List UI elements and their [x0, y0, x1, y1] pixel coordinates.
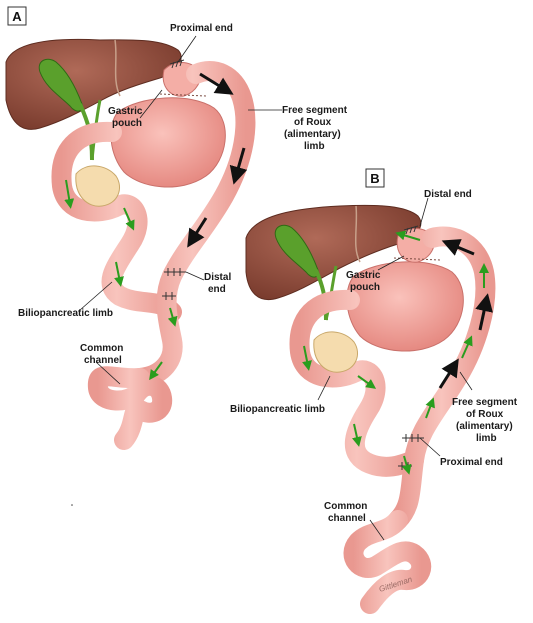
bile-arrow-a-2	[123, 207, 135, 231]
pancreas-b	[313, 331, 358, 373]
staple-line-distal-a	[164, 268, 186, 276]
label-b-gastric-pouch-2: pouch	[350, 282, 380, 293]
stray-dot	[71, 504, 73, 506]
flow-arrow-b-3	[438, 358, 459, 389]
roux-limb-a	[130, 61, 256, 388]
label-a-distal-1: Distal	[204, 272, 231, 283]
label-a-free-segment-2: of Roux	[294, 117, 332, 128]
bile-arrow-a-3	[114, 261, 124, 287]
flow-arrow-a-3	[187, 217, 208, 248]
common-channel-b	[343, 510, 432, 614]
panel-b-letter-box	[365, 168, 385, 188]
bile-arrow-b-3	[461, 335, 473, 359]
label-b-free-segment-1: Free segment	[452, 397, 518, 408]
label-a-gastric-pouch-1: Gastric	[108, 106, 143, 117]
label-a-free-segment-3: (alimentary)	[284, 129, 341, 140]
staple-line-proximal-a	[169, 59, 185, 69]
label-b-distal-end: Distal end	[424, 189, 472, 200]
label-b-gastric-pouch-1: Gastric	[346, 270, 381, 281]
label-a-free-segment-1: Free segment	[282, 105, 348, 116]
common-channel-a	[87, 366, 173, 450]
label-b-proximal-end: Proximal end	[440, 457, 503, 468]
panel-b-letter: B	[370, 171, 379, 186]
roux-limb-b	[388, 226, 496, 530]
bile-arrow-a-1	[64, 179, 75, 209]
label-a-common-1: Common	[80, 343, 123, 354]
panel-a: A	[5, 6, 348, 450]
bile-arrow-b-7	[352, 423, 362, 447]
label-b-biliopancreatic: Biliopancreatic limb	[230, 404, 325, 415]
label-a-common-2: channel	[84, 355, 122, 366]
label-a-distal-2: end	[208, 284, 226, 295]
staple-line-distal-b	[403, 225, 419, 235]
label-a-free-segment-4: limb	[304, 141, 325, 152]
staple-line-proximal-b	[402, 434, 424, 442]
bile-arrow-b-6	[357, 375, 377, 389]
bile-arrow-b-8	[401, 455, 412, 475]
panel-a-letter: A	[12, 9, 22, 24]
label-b-common-1: Common	[324, 501, 367, 512]
flow-arrow-a-2	[229, 147, 248, 185]
flow-arrow-a-1	[199, 72, 234, 95]
flow-arrow-b-2	[475, 293, 493, 331]
bile-arrow-a-4	[167, 307, 178, 327]
bile-arrow-b-1	[395, 230, 421, 241]
label-b-common-2: channel	[328, 513, 366, 524]
panel-a-letter-box	[7, 6, 27, 26]
bile-arrow-b-5	[302, 345, 312, 371]
label-b-free-segment-2: of Roux	[466, 409, 504, 420]
label-a-biliopancreatic: Biliopancreatic limb	[18, 308, 113, 319]
stomach-remnant-a	[110, 97, 226, 188]
biliopancreatic-limb-a	[51, 121, 182, 322]
label-a-gastric-pouch-2: pouch	[112, 118, 142, 129]
biliopancreatic-limb-b	[289, 289, 424, 477]
bile-arrow-b-4	[425, 397, 435, 419]
label-b-free-segment-3: (alimentary)	[456, 421, 513, 432]
panel-b: B	[230, 168, 518, 614]
label-a-proximal-end: Proximal end	[170, 23, 233, 34]
flow-arrow-b-1	[441, 239, 475, 256]
pancreas-a	[75, 165, 120, 207]
bile-arrow-a-5	[149, 361, 163, 381]
label-b-free-segment-4: limb	[476, 433, 497, 444]
